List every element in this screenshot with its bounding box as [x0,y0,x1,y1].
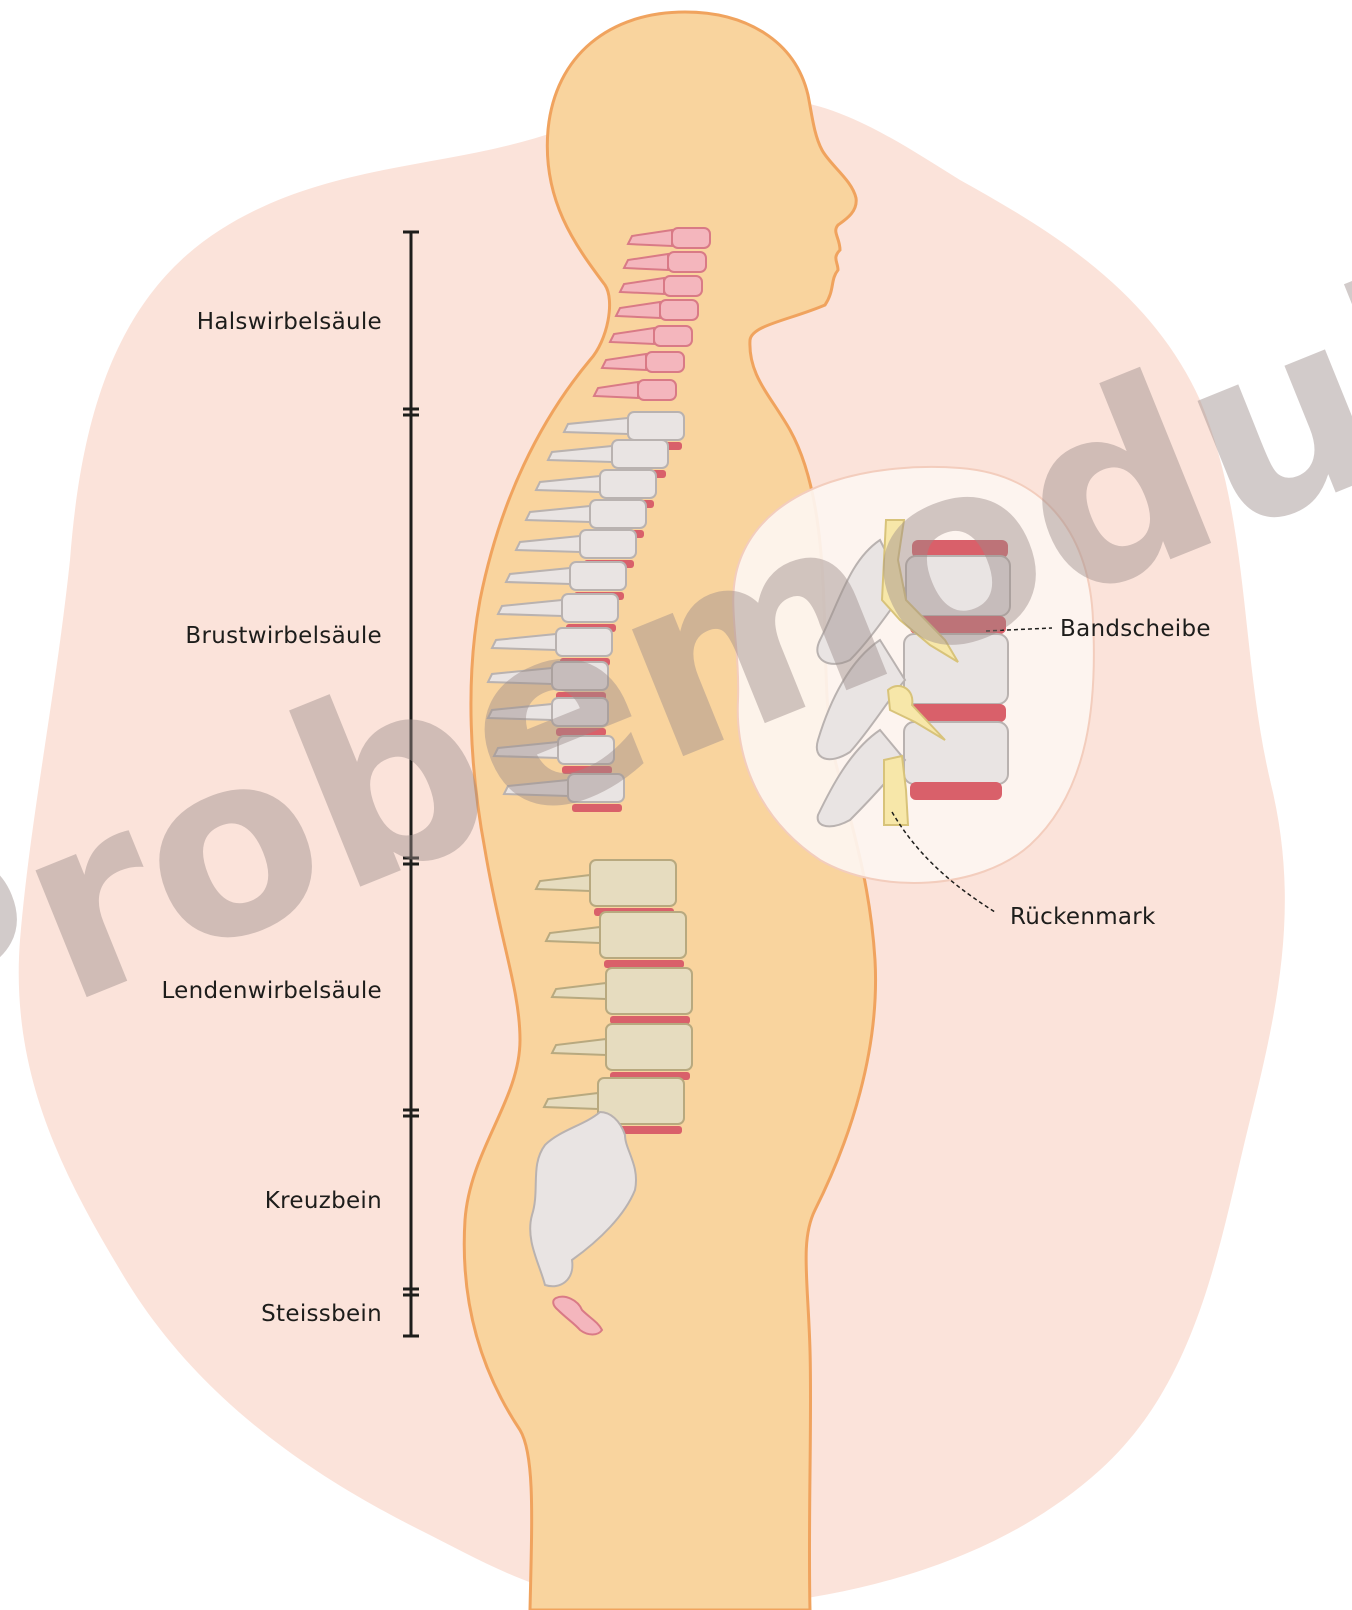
label-coccyx: Steissbein [261,1301,382,1327]
vertebra [646,352,684,372]
vertebra [568,774,624,802]
label-spinal-cord: Rückenmark [1010,904,1156,930]
vertebra [628,412,684,440]
vertebra [606,968,692,1014]
intervertebral-disc [562,766,612,774]
intervertebral-disc [572,804,622,812]
vertebra [664,276,702,296]
intervertebral-disc [604,960,684,968]
vertebra [552,662,608,690]
label-lumbar: Lendenwirbelsäule [161,978,382,1004]
vertebra [668,252,706,272]
vertebra [552,698,608,726]
vertebra [638,380,676,400]
vertebra [590,860,676,906]
vertebra [570,562,626,590]
vertebra [612,440,668,468]
vertebra [660,300,698,320]
intervertebral-disc [556,728,606,736]
vertebra [606,1024,692,1070]
vertebra [654,326,692,346]
vertebra [556,628,612,656]
vertebra [600,470,656,498]
vertebra [590,500,646,528]
vertebra [558,736,614,764]
label-disc: Bandscheibe [1060,616,1211,642]
label-cervical: Halswirbelsäule [197,309,382,335]
vertebra [562,594,618,622]
label-sacrum: Kreuzbein [265,1188,382,1214]
vertebra [672,228,710,248]
vertebra [580,530,636,558]
intervertebral-disc [610,1016,690,1024]
label-thoracic: Brustwirbelsäule [185,623,382,649]
vertebra [600,912,686,958]
